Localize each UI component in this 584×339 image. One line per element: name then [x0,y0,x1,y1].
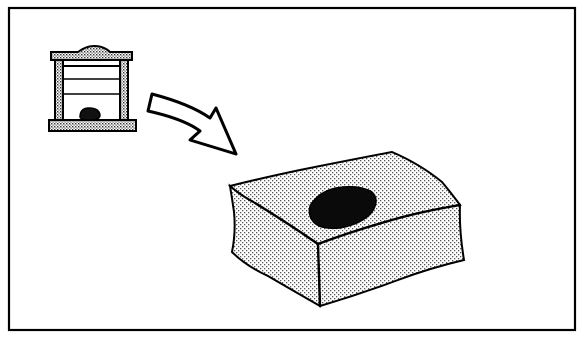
specimen-holder-icon [49,46,136,131]
